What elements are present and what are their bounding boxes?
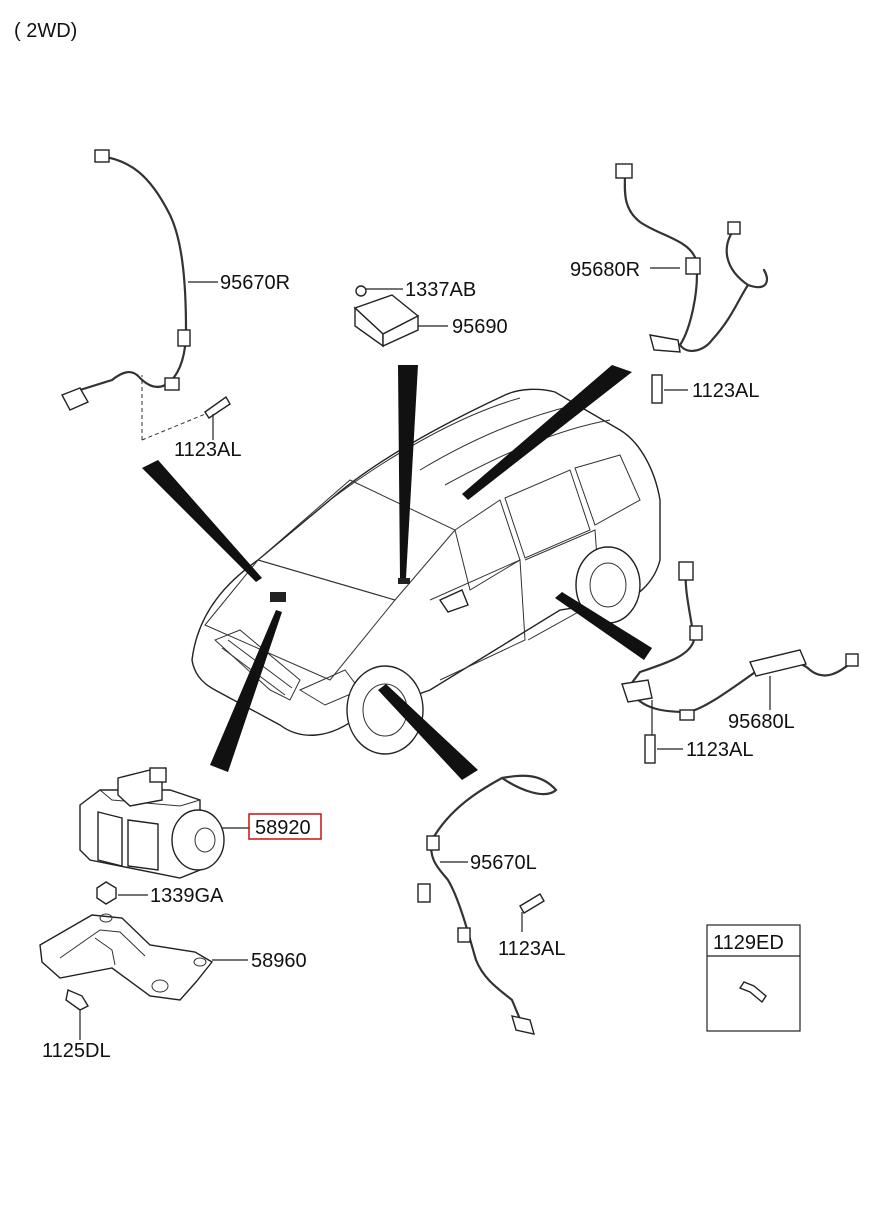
bolt-1123AL-fl: [644, 734, 683, 764]
label-95680L: 95680L: [728, 711, 795, 733]
label-1123AL-rl: 1123AL: [498, 938, 565, 960]
vehicle-illustration: [191, 388, 661, 755]
nut-1339GA: [96, 881, 148, 905]
label-1123AL-fl: 1123AL: [686, 739, 753, 761]
label-95680R: 95680R: [570, 259, 640, 281]
label-1129ED: 1129ED: [713, 932, 784, 954]
bolt-1123AL-fr: [204, 395, 231, 440]
inset-1129ED: [706, 924, 801, 1032]
leader-wedges: [142, 365, 652, 780]
label-1123AL-rr: 1123AL: [692, 380, 759, 402]
sensor-95670R: [61, 149, 218, 441]
label-1123AL-fr: 1123AL: [174, 439, 241, 461]
label-95690: 95690: [452, 316, 508, 338]
label-95670L: 95670L: [470, 852, 537, 874]
label-95670R: 95670R: [220, 272, 290, 294]
label-58920[interactable]: 58920: [255, 817, 311, 839]
hecu-58920: [79, 767, 250, 879]
highlight-box-58920: [248, 813, 322, 840]
label-1125DL: 1125DL: [42, 1040, 111, 1062]
module-95690: [353, 285, 448, 348]
bolt-1123AL-rr: [651, 374, 688, 404]
sensor-95680R: [615, 163, 768, 353]
sensor-95680L: [621, 561, 859, 740]
label-1339GA: 1339GA: [150, 885, 224, 907]
label-58960: 58960: [251, 950, 307, 972]
bracket-58960: [39, 913, 248, 1001]
variant-label: ( 2WD): [14, 20, 77, 42]
bolt-1125DL: [65, 989, 89, 1040]
label-1337AB: 1337AB: [405, 279, 476, 301]
bolt-1123AL-rl: [519, 893, 545, 932]
sensor-95670L: [417, 774, 558, 1035]
